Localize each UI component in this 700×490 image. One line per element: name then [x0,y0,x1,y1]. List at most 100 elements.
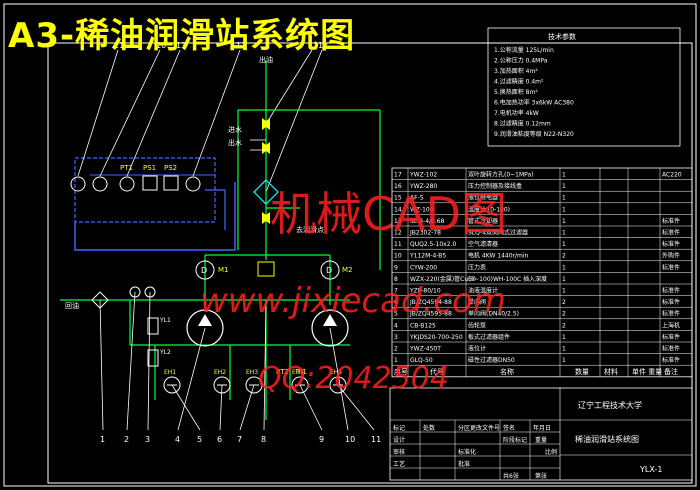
bom-cell: JB/ZQ4594-88 [409,299,452,306]
bom-cell: 1 [562,183,566,190]
title-block-label: 分区 [458,424,470,432]
label-yl1: YL1 [159,317,171,324]
bottom-leader-line [329,327,349,431]
bom-cell: 1 [562,206,566,213]
pump-label-m2: M2 [342,266,353,274]
bom-cell: GLQ-50 [410,357,433,364]
bottom-leader-number: 1 [100,435,105,444]
bottom-leader-number: 7 [237,435,242,444]
bom-cell: SLQ-4双筒网式过滤器 [468,229,528,237]
top-leader-line [126,49,181,177]
bottom-leader-number: 9 [319,435,324,444]
bom-cell: 标准件 [662,240,680,248]
bottom-leader-line [126,291,136,431]
bottom-leader-number: 2 [124,435,129,444]
bom-cell: 4 [394,322,398,329]
bom-cell: 14 [394,206,402,213]
bom-cell: 1 [562,172,566,179]
bom-cell: 3 [394,334,398,341]
top-leader-line [99,49,161,177]
bom-cell: 标准件 [662,217,680,225]
bom-cell: 2 [394,346,398,353]
tech-param-row: 8.过滤精度 0.12mm [494,120,551,128]
label-ti1: TI1 [295,368,307,376]
bom-header-cell: 数量 [575,367,589,376]
bottom-leader-line [219,384,223,431]
tech-param-row: 7.电机功率 4kW [494,109,539,117]
bom-header-cell: 代号 [430,367,444,376]
bom-cell: 磁性过滤器DN50 [468,356,515,364]
title-block-label: 共6张 [503,472,519,480]
bottom-leader-line [147,291,151,431]
bottom-leader-number: 11 [371,435,381,444]
bom-cell: 齿轮泵 [468,321,486,329]
bom-cell: YZF-80/10 [409,288,441,295]
bom-cell: 13 [394,218,402,225]
drawing-number: YLX-1 [639,465,662,474]
bottom-leader-number: 3 [145,435,150,444]
label-water-in: 进水 [228,125,242,134]
label-to-point: 去润滑点 [296,225,324,234]
bottom-leader-number: 6 [217,435,222,444]
top-leader-number: 11 [114,41,124,50]
tech-param-row: 9.润滑油粘度等级 N22-N320 [494,130,574,138]
title-block-label: 签名 [503,424,515,432]
bom-cell: 2 [562,299,566,306]
watermark-line1: 机械CAD图 [270,187,507,241]
top-leader-number: 12 [318,41,328,50]
bom-header-cell: 备注 [664,367,678,376]
heater-symbol [245,376,263,394]
title-block-labels: 标记处数分区更改文件号签名年月日设计标准化阶段标记重量比例审核工艺批准共6张第张 [393,424,557,480]
bom-cell: 1 [562,230,566,237]
bom-cell: 标准件 [662,298,680,306]
bom-cell: YWZ-280 [409,183,437,190]
label-yl2: YL2 [159,349,171,356]
outer-frame [3,3,697,487]
bom-cell: 2 [562,322,566,329]
title-block-label: 第张 [535,472,547,480]
bom-cell: SL-3-4/0.68 [410,218,445,225]
bom-cell: 板式过滤器组件 [468,333,510,341]
gauge-label-ps2: PS2 [164,164,177,172]
bom-cell: 标准件 [662,229,680,237]
bottom-leader-number: 4 [175,435,180,444]
title-block-label: 标记 [393,424,405,432]
tech-param-row: 2.公称压力 0.4MPa [494,57,548,65]
bottom-leader-number: 8 [261,435,266,444]
bom-cell: CYW-200 [410,264,437,271]
inner-frame [47,42,693,484]
bom-cell: 标准件 [662,345,680,353]
bom-cell: 5 [394,311,398,318]
title-block-label: 工艺 [393,460,405,468]
heater-label: EH2 [214,369,226,376]
bottom-leader-line [171,384,201,431]
bottom-leader-line [263,299,267,431]
bottom-leader-line [99,299,104,431]
drawing-name: 稀油润滑站系统图 [575,434,639,444]
bom-cell: (0~100)WH-100C 插入深度 [468,275,547,283]
school-name: 辽宁工程技术大学 [578,400,642,410]
heater-label: EH4 [292,369,304,376]
bom-cell: 15 [394,195,402,202]
bom-cell: 1 [562,288,566,295]
top-leader-number: 10 [156,41,166,50]
bom-cell: 1 [562,357,566,364]
bom-cell: 液位计 [468,345,486,353]
bom-cell: 7 [394,288,398,295]
bom-cell: 液位继电器 [468,194,498,202]
motor-d-right: D [326,266,332,275]
bom-cell: YWZ-102 [409,172,437,179]
tech-param-row: 3.加热面积 4m² [494,67,538,75]
gauge-label-pt1: PT1 [120,164,133,172]
bottom-leader-number: 5 [197,435,202,444]
bom-cell: 1 [562,276,566,283]
bom-cell: 9 [394,264,398,271]
bom-cell: 标准件 [662,310,680,318]
bom-cell: 管式冷却器 [468,217,498,225]
